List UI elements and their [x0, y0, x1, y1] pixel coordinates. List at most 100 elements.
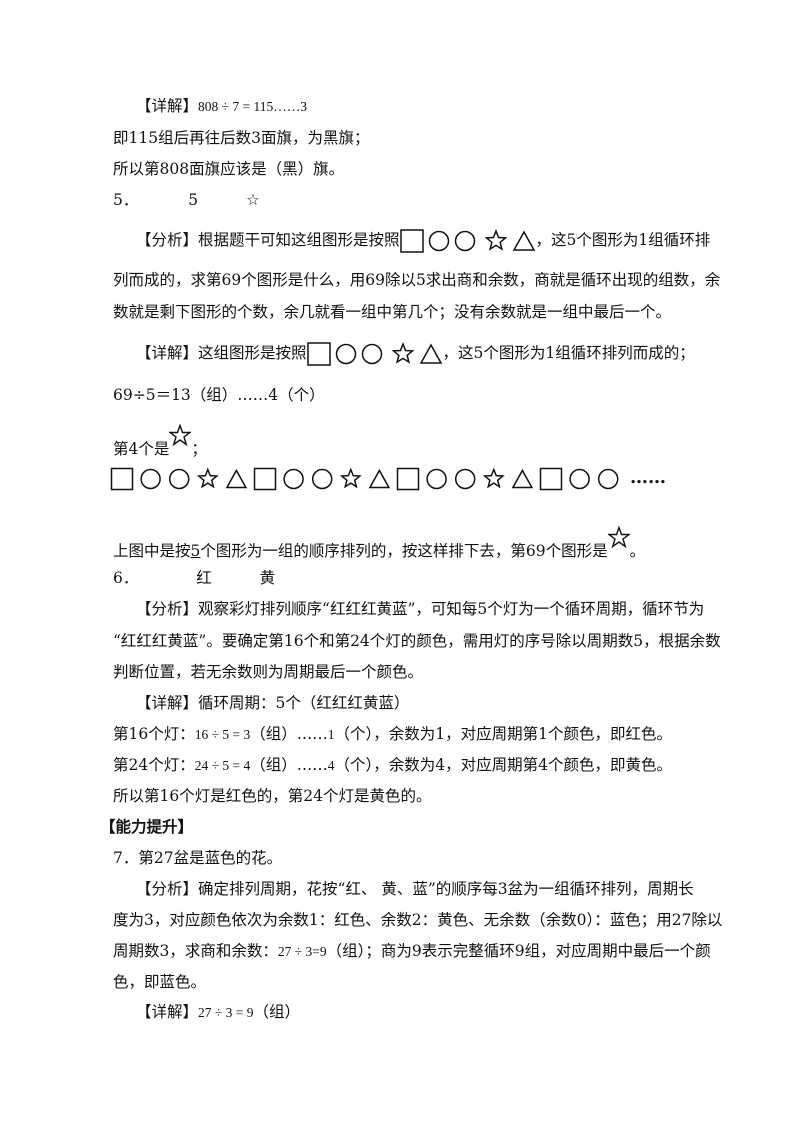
circle-icon [311, 468, 333, 490]
star-icon [484, 228, 507, 251]
star-icon [196, 467, 219, 489]
circle-icon [283, 468, 304, 490]
square-icon [539, 467, 563, 491]
q5-analysis-line-1: 【分析】根据题干可知这组图形是按照 ，这5个图形为1组循环排 [136, 227, 710, 255]
q6-answer-2: 黄 [259, 569, 276, 587]
q7-analysis-line-2: 度为3，对应颜色依次为余数1：红色、余数2：黄色、无余数（余数0）：蓝色；用27… [113, 911, 723, 929]
q6-analysis-line-2: “红红红黄蓝”。要确定第16个和第24个灯的颜色，需用灯的序号除以周期数5，根据… [113, 632, 721, 650]
star-icon [391, 341, 414, 364]
star-icon [169, 424, 192, 446]
q6-line-24: 第24个灯：24 ÷ 5 = 4（组）……4（个），余数为4，对应周期第4个颜色… [113, 754, 672, 777]
q6-detail-text: 循环周期：5个（红红红黄蓝） [198, 694, 410, 712]
q5-detail-line-1: 【详解】这组图形是按照 ，这5个图形为1组循环排列而成的； [136, 340, 695, 368]
q5-analysis-line-3: 数就是剩下图形的个数，余几就看一组中第几个；没有余数就是一组中最后一个。 [113, 303, 672, 321]
q6-line16-end: （个），余数为1，对应周期第1个颜色，即红色。 [334, 725, 673, 743]
q5-summary-line: 上图中是按5个图形为一组的顺序排列的，按这样排下去，第69个图形是 。 [113, 526, 645, 562]
q6-line-16: 第16个灯：16 ÷ 5 = 3（组）……1（个），余数为1，对应周期第1个颜色… [113, 723, 672, 746]
triangle-icon [511, 468, 534, 489]
q7-analysis-line3-text: 周期数3，求商和余数： [113, 942, 278, 960]
q5-detail-text: 这组图形是按照 [198, 344, 307, 362]
q6-analysis-line-3: 判断位置，若无余数则为周期最后一个颜色。 [113, 663, 424, 681]
analysis-label: 【分析】 [136, 600, 199, 618]
q5-summary-text-b: 个图形为一组的顺序排列的，按这样排下去，第69个图形是 [200, 542, 608, 560]
q7-analysis-line-4: 色，即蓝色。 [113, 973, 207, 991]
q5-analysis-line-2: 列而成的，求第69个图形是什么，用69除以5求出商和余数，商就是循环出现的组数，… [113, 271, 721, 289]
q5-fourth-text: 第4个是 [113, 440, 170, 458]
circle-icon [454, 230, 475, 252]
q7-line-1: 7．第27盆是蓝色的花。 [113, 849, 283, 867]
q6-line16-label: 第16个灯： [113, 725, 195, 743]
q5-analysis-text-b: ，这5个图形为1组循环排 [535, 231, 711, 249]
q6-answer-line: 6． 红 黄 [113, 567, 275, 589]
square-icon [306, 342, 331, 366]
q6-line24-math: 24 ÷ 5 = 4 [194, 758, 251, 773]
q5-answer-line: 5． 5 ☆ [113, 189, 260, 211]
q4-line-2: 即115组后再往后数3面旗，为黑旗； [113, 129, 370, 147]
circle-icon [426, 468, 447, 490]
q7-detail-math: 27 ÷ 3 = 9 [198, 1005, 254, 1020]
q4-detail-math: 808 ÷ 7 = 115……3 [198, 99, 308, 114]
triangle-icon [368, 468, 391, 489]
circle-icon [140, 468, 161, 490]
shape-group-inline [399, 227, 536, 255]
triangle-icon [225, 468, 248, 489]
detail-label: 【详解】 [136, 694, 199, 712]
q6-line16-math: 16 ÷ 5 = 3 [194, 727, 251, 742]
q6-number: 6． [113, 569, 139, 587]
triangle-icon [419, 343, 442, 364]
star-icon [339, 467, 362, 489]
circle-icon [168, 468, 190, 490]
q6-analysis-text: 观察彩灯排列顺序“红红红黄蓝”，可知每5个灯为一个循环周期，循环节为 [198, 600, 705, 618]
detail-label: 【详解】 [136, 344, 199, 362]
q7-analysis-text: 确定排列周期，花按“红、 黄、蓝”的顺序每3盆为一组循环排列，周期长 [198, 880, 694, 898]
q5-calc: 69÷5＝13（组）……4（个） [113, 386, 325, 404]
q5-number: 5． [113, 191, 139, 209]
circle-icon [361, 343, 382, 365]
detail-label: 【详解】 [136, 97, 199, 115]
q4-detail-line: 【详解】808 ÷ 7 = 115……3 [136, 95, 307, 118]
q5-analysis-text: 根据题干可知这组图形是按照 [198, 231, 400, 249]
q7-detail-end: （组） [253, 1003, 301, 1021]
q7-analysis-line-1: 【分析】确定排列周期，花按“红、 黄、蓝”的顺序每3盆为一组循环排列，周期长 [136, 878, 694, 900]
circle-icon [569, 468, 590, 490]
q6-line24-label: 第24个灯： [113, 756, 195, 774]
triangle-icon [512, 230, 535, 251]
q5-answer-shape: ☆ [246, 191, 260, 209]
circle-icon [597, 468, 619, 490]
q5-summary-number: 5 [190, 542, 201, 560]
q6-analysis-line-1: 【分析】观察彩灯排列顺序“红红红黄蓝”，可知每5个灯为一个循环周期，循环节为 [136, 598, 704, 620]
q6-line24-end: （个），余数为4，对应周期第4个颜色，即黄色。 [334, 756, 673, 774]
q6-detail-line-1: 【详解】循环周期：5个（红红红黄蓝） [136, 692, 409, 714]
q5-fourth-line: 第4个是 ； [113, 424, 207, 460]
q6-line24-remainder: 4 [327, 758, 335, 773]
square-icon [396, 467, 420, 491]
q7-analysis-line3-end: （组）；商为9表示完整循环9组，对应周期中最后一个颜 [326, 942, 711, 960]
circle-icon [454, 468, 476, 490]
q6-line16-mid: （组）…… [250, 725, 328, 743]
shape-sequence: …… [110, 464, 690, 494]
circle-icon [428, 230, 449, 252]
sequence-ellipsis: …… [630, 467, 666, 488]
square-icon [110, 467, 134, 491]
q7-analysis-line3-math: 27 ÷ 3=9 [277, 944, 327, 959]
q5-summary-end: 。 [629, 542, 646, 560]
q5-fourth-semicolon: ； [191, 440, 207, 458]
q6-line24-mid: （组）…… [250, 756, 328, 774]
circle-icon [335, 343, 356, 365]
q4-line-3: 所以第808面旗应该是（黑）旗。 [113, 160, 345, 178]
square-icon [253, 467, 277, 491]
q5-summary-text: 上图中是按 [113, 542, 191, 560]
section-title: 【能力提升】 [100, 818, 194, 836]
analysis-label: 【分析】 [136, 880, 199, 898]
star-icon [482, 467, 505, 489]
q6-conclusion: 所以第16个灯是红色的，第24个灯是黄色的。 [113, 787, 432, 805]
q5-answer: 5 [188, 191, 199, 209]
analysis-label: 【分析】 [136, 231, 199, 249]
q6-answer-1: 红 [196, 569, 212, 587]
q6-line16-remainder: 1 [327, 727, 335, 742]
square-icon [399, 229, 424, 253]
q7-analysis-line-3: 周期数3，求商和余数：27 ÷ 3=9（组）；商为9表示完整循环9组，对应周期中… [113, 940, 711, 963]
detail-label: 【详解】 [136, 1003, 199, 1021]
star-icon [607, 526, 630, 548]
q5-detail-text-b: ，这5个图形为1组循环排列而成的； [442, 344, 695, 362]
